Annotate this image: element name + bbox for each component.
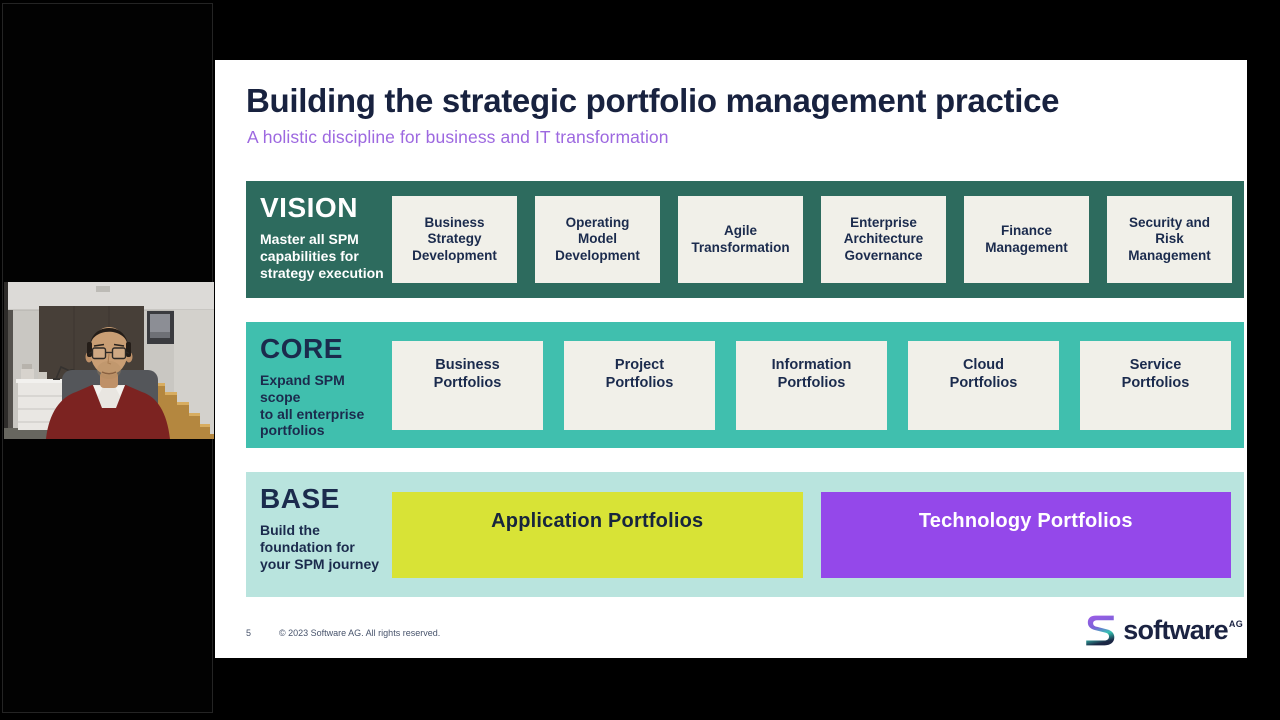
band-base-description: Build the foundation for your SPM journe… [260, 522, 380, 572]
page-number: 5 [246, 628, 252, 638]
band-core-label-block: CORE Expand SPM scope to all enterprise p… [246, 322, 392, 448]
stair-landing [147, 311, 174, 344]
capability-box: Security and Risk Management [1107, 196, 1232, 283]
capability-box: Technology Portfolios [820, 491, 1231, 578]
band-base: BASE Build the foundation for your SPM jo… [246, 472, 1244, 597]
webcam-scene [4, 282, 214, 439]
software-ag-logo: software AG [1082, 612, 1243, 649]
band-vision-description: Master all SPM capabilities for strategy… [260, 231, 384, 281]
capability-box: Business Portfolios [392, 340, 543, 430]
presenter-webcam [4, 282, 214, 439]
band-core: CORE Expand SPM scope to all enterprise p… [246, 322, 1244, 448]
slide-subtitle: A holistic discipline for business and I… [247, 127, 669, 147]
band-base-title: BASE [260, 483, 340, 514]
capability-box: Agile Transformation [678, 196, 803, 283]
video-panel [2, 3, 214, 713]
band-vision-title: VISION [260, 192, 358, 223]
glasses [88, 347, 130, 360]
capability-box: Operating Model Development [535, 196, 660, 283]
capability-box: Project Portfolios [564, 340, 715, 430]
slide-title: Building the strategic portfolio managem… [246, 82, 1060, 119]
capability-box: Business Strategy Development [392, 196, 517, 283]
logo-wordmark: software [1123, 615, 1228, 645]
presenter [46, 327, 170, 439]
band-vision-label-block: VISION Master all SPM capabilities for st… [246, 181, 392, 298]
software-ag-s-icon [1086, 615, 1115, 646]
capability-box: Enterprise Architecture Governance [821, 196, 946, 283]
capability-box: Application Portfolios [392, 491, 803, 578]
band-core-description: Expand SPM scope to all enterprise portf… [260, 372, 365, 439]
ceiling-vent [96, 286, 110, 292]
capability-box: Information Portfolios [736, 340, 887, 430]
capability-box: Service Portfolios [1080, 340, 1231, 430]
band-vision: VISION Master all SPM capabilities for st… [246, 181, 1244, 298]
capability-box: Cloud Portfolios [908, 340, 1059, 430]
band-core-title: CORE [260, 333, 343, 364]
capability-box: Finance Management [964, 196, 1089, 283]
logo-ag-suffix: AG [1228, 619, 1243, 629]
band-base-label-block: BASE Build the foundation for your SPM jo… [246, 472, 392, 597]
copyright-text: © 2023 Software AG. All rights reserved. [279, 628, 441, 638]
presentation-slide: Building the strategic portfolio managem… [215, 60, 1247, 658]
